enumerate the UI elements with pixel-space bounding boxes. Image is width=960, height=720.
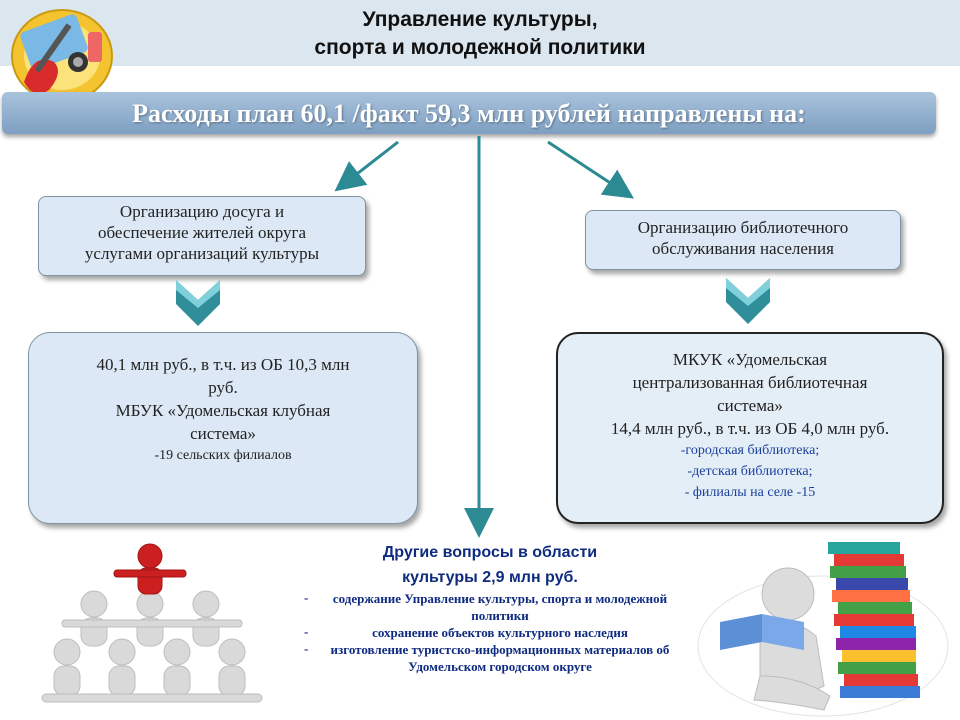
- list-item-text: сохранение объектов культурного наследия: [372, 625, 628, 640]
- title-line-2: спорта и молодежной политики: [314, 36, 646, 59]
- libsys-line-2: централизованная библиотечная: [632, 373, 868, 392]
- leisure-line-3: услугами организаций культуры: [84, 244, 320, 263]
- libsys-line-1: МКУК «Удомельская: [672, 350, 828, 369]
- list-marker: -: [304, 590, 309, 605]
- club-line-1: 40,1 млн руб., в т.ч. из ОБ 10,3 млн: [96, 355, 350, 374]
- list-item-text: изготовление туристско-информационных ма…: [330, 642, 670, 674]
- library-system-box: МКУК «Удомельская централизованная библи…: [556, 332, 944, 524]
- club-line-2: руб.: [208, 378, 238, 397]
- chevron-down-icon: [726, 278, 770, 324]
- title-line-1: Управление культуры,: [362, 8, 598, 31]
- leisure-line-1: Организацию досуга и: [119, 202, 285, 221]
- libsys-line-4: 14,4 млн руб., в т.ч. из ОБ 4,0 млн руб.: [610, 419, 890, 438]
- library-line-2: обслуживания населения: [652, 239, 834, 258]
- club-line-4: система»: [190, 424, 256, 443]
- header-band: [0, 0, 960, 66]
- club-line-5: -19 сельских филиалов: [154, 448, 292, 463]
- other-culture-issues: Другие вопросы в области культуры 2,9 мл…: [300, 540, 680, 675]
- leisure-organization-box: Организацию досуга и обеспечение жителей…: [38, 196, 366, 276]
- other-title-line-2: культуры 2,9 млн руб.: [402, 569, 578, 586]
- expenses-banner: Расходы план 60,1 /факт 59,3 млн рублей …: [2, 92, 936, 134]
- list-item-text: содержание Управление культуры, спорта и…: [332, 591, 668, 623]
- human-pyramid-icon: [41, 543, 263, 703]
- libsys-line-3: система»: [717, 396, 783, 415]
- library-line-1: Организацию библиотечного: [637, 218, 849, 237]
- music-instruments-icon: [11, 9, 113, 103]
- arrow-right-line: [547, 140, 635, 199]
- libsys-line-5: -городская библиотека;: [680, 443, 820, 458]
- club-system-box: 40,1 млн руб., в т.ч. из ОБ 10,3 млн руб…: [28, 332, 418, 524]
- library-service-box: Организацию библиотечного обслуживания н…: [585, 210, 901, 270]
- arrow-left-line: [334, 140, 399, 192]
- other-list: - содержание Управление культуры, спорта …: [300, 590, 680, 675]
- page-title: Управление культуры, спорта и молодежной…: [200, 6, 760, 62]
- libsys-line-7: - филиалы на селе -15: [684, 485, 816, 500]
- list-marker: -: [304, 641, 309, 656]
- club-line-3: МБУК «Удомельская клубная: [115, 401, 331, 420]
- list-marker: -: [304, 624, 309, 639]
- list-item: - сохранение объектов культурного наследи…: [300, 624, 680, 641]
- reader-with-books-icon: [697, 542, 949, 717]
- leisure-line-2: обеспечение жителей округа: [98, 223, 306, 242]
- list-item: - содержание Управление культуры, спорта …: [300, 590, 680, 624]
- libsys-line-6: -детская библиотека;: [687, 464, 813, 479]
- chevron-down-icon: [176, 280, 220, 326]
- other-title-line-1: Другие вопросы в области: [382, 544, 598, 561]
- list-item: - изготовление туристско-информационных м…: [300, 641, 680, 675]
